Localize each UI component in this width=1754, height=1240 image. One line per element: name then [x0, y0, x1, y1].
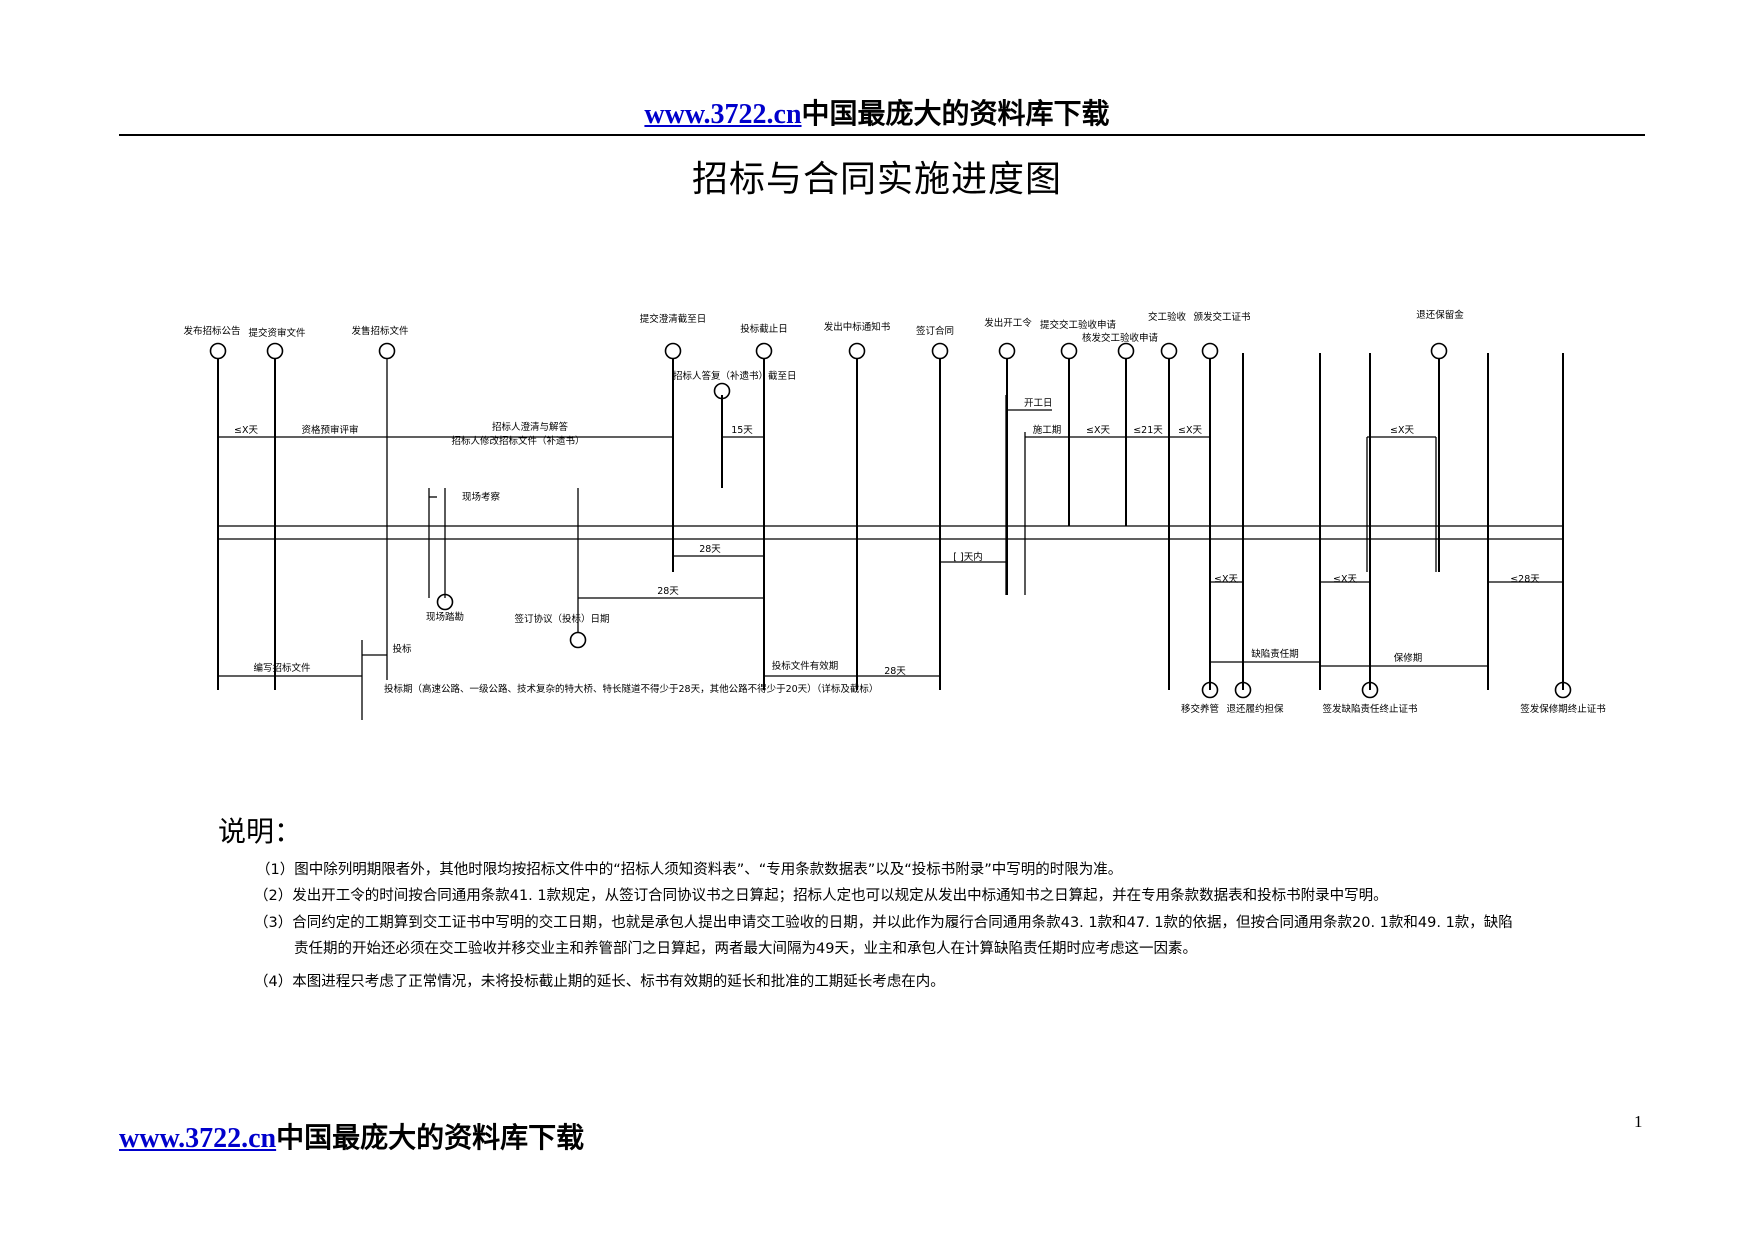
period-label: 28天: [699, 544, 721, 555]
milestone-label: 签发缺陷责任终止证书: [1322, 703, 1418, 715]
milestone-label: 发售招标文件: [351, 325, 409, 337]
milestone-label: 退还保留金: [1416, 309, 1464, 321]
header-rule: [119, 134, 1645, 136]
acceptance-approval-label: 核发交工验收申请: [1082, 332, 1159, 344]
note-item: 责任期的开始还必须在交工验收并移交业主和养管部门之日算起，两者最大间隔为49天，…: [294, 941, 1197, 957]
period-label: ≤X天: [1086, 425, 1110, 436]
milestone-label: 提交交工验收申请: [1040, 319, 1117, 331]
milestone-label: 颁发交工证书: [1193, 311, 1251, 323]
page-header: www.3722.cn中国最庞大的资料库下载: [0, 92, 1754, 132]
note-item: （2）发出开工令的时间按合同通用条款41. 1款规定，从签订合同协议书之日算起；…: [254, 888, 1388, 904]
milestone-label: 交工验收: [1148, 311, 1187, 323]
period-label: ≤X天: [1178, 425, 1202, 436]
start-date-label: 开工日: [1024, 398, 1053, 409]
period-label: 15天: [731, 425, 753, 436]
milestone-label: 退还履约担保: [1226, 703, 1284, 715]
milestone-label: 签发保修期终止证书: [1520, 703, 1606, 715]
period-label: 投标文件有效期: [772, 660, 839, 672]
period-label: 施工期: [1033, 424, 1062, 436]
milestone-label: 发出中标通知书: [824, 321, 891, 333]
footer-tagline: 中国最庞大的资料库下载: [276, 1121, 585, 1154]
period-label: ≤X天: [1333, 574, 1357, 585]
period-label: 保修期: [1394, 652, 1423, 664]
period-label: 投标: [392, 643, 412, 655]
milestone-label: 签订协议（投标）日期: [514, 613, 609, 625]
page-footer: www.3722.cn中国最庞大的资料库下载: [119, 1116, 584, 1156]
period-label: 28天: [884, 666, 906, 677]
period-label: 招标人澄清与解答: [492, 421, 569, 433]
footer-link[interactable]: www.3722.cn: [119, 1123, 277, 1154]
page-title: 招标与合同实施进度图: [691, 159, 1062, 200]
page-number: 1: [1634, 1112, 1643, 1131]
header-tagline: 中国最庞大的资料库下载: [801, 97, 1110, 130]
site-visit-label: 现场考察: [462, 491, 501, 503]
period-label: 资格预审评审: [301, 424, 358, 436]
period-label: 缺陷责任期: [1251, 648, 1299, 660]
period-label: 编写招标文件: [253, 662, 311, 674]
milestone-label: 现场踏勘: [426, 611, 464, 623]
notes-heading: 说明：: [218, 815, 303, 848]
period-label: ≤28天: [1510, 574, 1540, 585]
milestone-label: 提交澄清截至日: [640, 313, 707, 325]
period-label: ≤21天: [1133, 425, 1163, 436]
period-label: ≤X天: [234, 425, 258, 436]
reply-deadline-label: 招标人答复（补遗书）截至日: [673, 370, 797, 382]
note-item: （1）图中除列明期限者外，其他时限均按招标文件中的“招标人须知资料表”、“专用条…: [256, 862, 1123, 878]
note-item: （3）合同约定的工期算到交工证书中写明的交工日期，也就是承包人提出申请交工验收的…: [254, 915, 1513, 931]
milestone-label: 签订合同: [916, 325, 954, 337]
period-label: 招标人修改招标文件（补遗书）: [451, 435, 584, 447]
milestone-label: 发布招标公告: [183, 325, 240, 337]
period-label: 28天: [657, 586, 679, 597]
period-label: ≤X天: [1214, 574, 1238, 585]
header-link[interactable]: www.3722.cn: [644, 99, 802, 130]
bid-period-note: 投标期（高速公路、一级公路、技术复杂的特大桥、特长隧道不得少于28天，其他公路不…: [384, 683, 878, 695]
milestone-label: 投标截止日: [740, 323, 788, 335]
schedule-diagram: 发布招标公告 提交资审文件 发售招标文件 提交澄清截至日 投标截止日 发出中标通…: [183, 309, 1606, 720]
note-item: （4）本图进程只考虑了正常情况，未将投标截止期的延长、标书有效期的延长和批准的工…: [254, 974, 945, 990]
period-label: ≤X天: [1390, 425, 1414, 436]
period-label: [ ]天内: [953, 551, 982, 563]
milestone-label: 发出开工令: [984, 317, 1032, 329]
milestone-label: 提交资审文件: [248, 327, 306, 339]
milestone-label: 移交养管: [1181, 703, 1219, 715]
